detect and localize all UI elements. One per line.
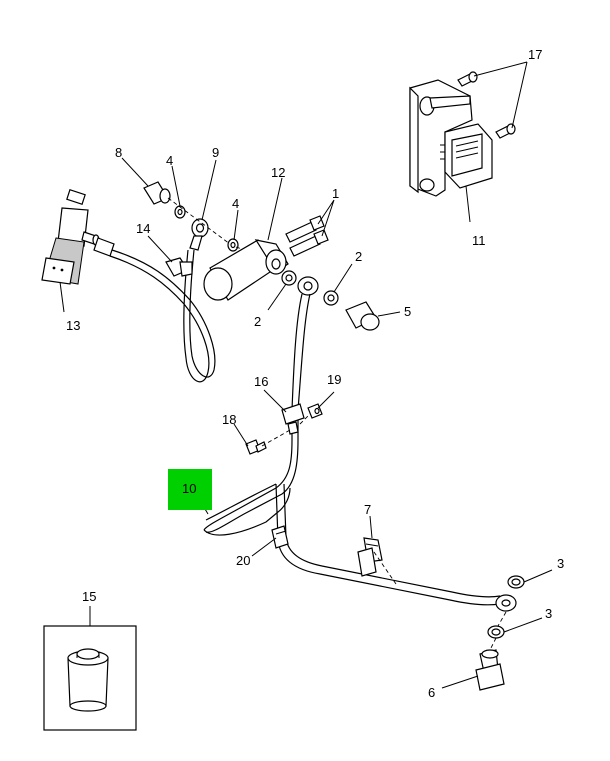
clip-part-7[interactable] <box>357 537 383 577</box>
callout-5[interactable]: 5 <box>404 304 411 319</box>
callout-12[interactable]: 12 <box>271 165 285 180</box>
callout-3-upper[interactable]: 3 <box>557 556 564 571</box>
screw-part-17-lower[interactable] <box>495 123 516 139</box>
callout-8[interactable]: 8 <box>115 145 122 160</box>
callout-7[interactable]: 7 <box>364 502 371 517</box>
callout-14[interactable]: 14 <box>136 221 150 236</box>
washer-part-3-upper[interactable] <box>507 575 525 589</box>
callout-9[interactable]: 9 <box>212 145 219 160</box>
clip-part-14[interactable] <box>165 257 193 277</box>
callout-13[interactable]: 13 <box>66 318 80 333</box>
callout-10[interactable]: 10 <box>182 481 196 496</box>
module-bracket-part-11[interactable] <box>409 79 493 197</box>
callout-4-right[interactable]: 4 <box>232 196 239 211</box>
washer-part-3-lower[interactable] <box>487 625 505 639</box>
tube-assembly-part-10[interactable] <box>203 276 501 606</box>
tube-end-fitting[interactable] <box>495 594 517 612</box>
screw-part-17-upper[interactable] <box>457 71 478 87</box>
callout-18[interactable]: 18 <box>222 412 236 427</box>
clip-part-20[interactable] <box>271 525 289 549</box>
callout-20[interactable]: 20 <box>236 553 250 568</box>
filter-box-part-15[interactable] <box>43 625 137 731</box>
leader-lines <box>59 61 553 689</box>
callout-3-lower[interactable]: 3 <box>545 606 552 621</box>
callout-2-left[interactable]: 2 <box>254 314 261 329</box>
washer-part-2-right[interactable] <box>323 290 339 306</box>
callout-16[interactable]: 16 <box>254 374 268 389</box>
washer-part-2-left[interactable] <box>281 270 297 286</box>
callout-1[interactable]: 1 <box>332 186 339 201</box>
callout-labels: 17 11 8 4 9 12 1 4 14 13 2 2 5 16 19 18 … <box>66 47 564 700</box>
banjo-bolt-part-5[interactable] <box>345 301 380 331</box>
highlight-box-10 <box>168 469 212 510</box>
callout-4-left[interactable]: 4 <box>166 153 173 168</box>
sensor-part-13[interactable] <box>41 189 100 285</box>
callout-15[interactable]: 15 <box>82 589 96 604</box>
washer-part-4-left[interactable] <box>174 205 186 219</box>
clamp-part-16[interactable] <box>281 403 305 435</box>
callout-19[interactable]: 19 <box>327 372 341 387</box>
callout-17[interactable]: 17 <box>528 47 542 62</box>
callout-11[interactable]: 11 <box>472 233 486 248</box>
bolt-part-1-lower[interactable] <box>289 229 329 257</box>
braided-hose[interactable] <box>93 237 216 383</box>
callout-2-right[interactable]: 2 <box>355 249 362 264</box>
washer-part-4-right[interactable] <box>227 238 239 252</box>
fitting-part-6[interactable] <box>475 649 505 691</box>
callout-6[interactable]: 6 <box>428 685 435 700</box>
sensor-body-part-12[interactable] <box>203 239 289 301</box>
banjo-fitting-part-9[interactable] <box>189 218 209 251</box>
bolt-part-18[interactable] <box>245 439 267 455</box>
